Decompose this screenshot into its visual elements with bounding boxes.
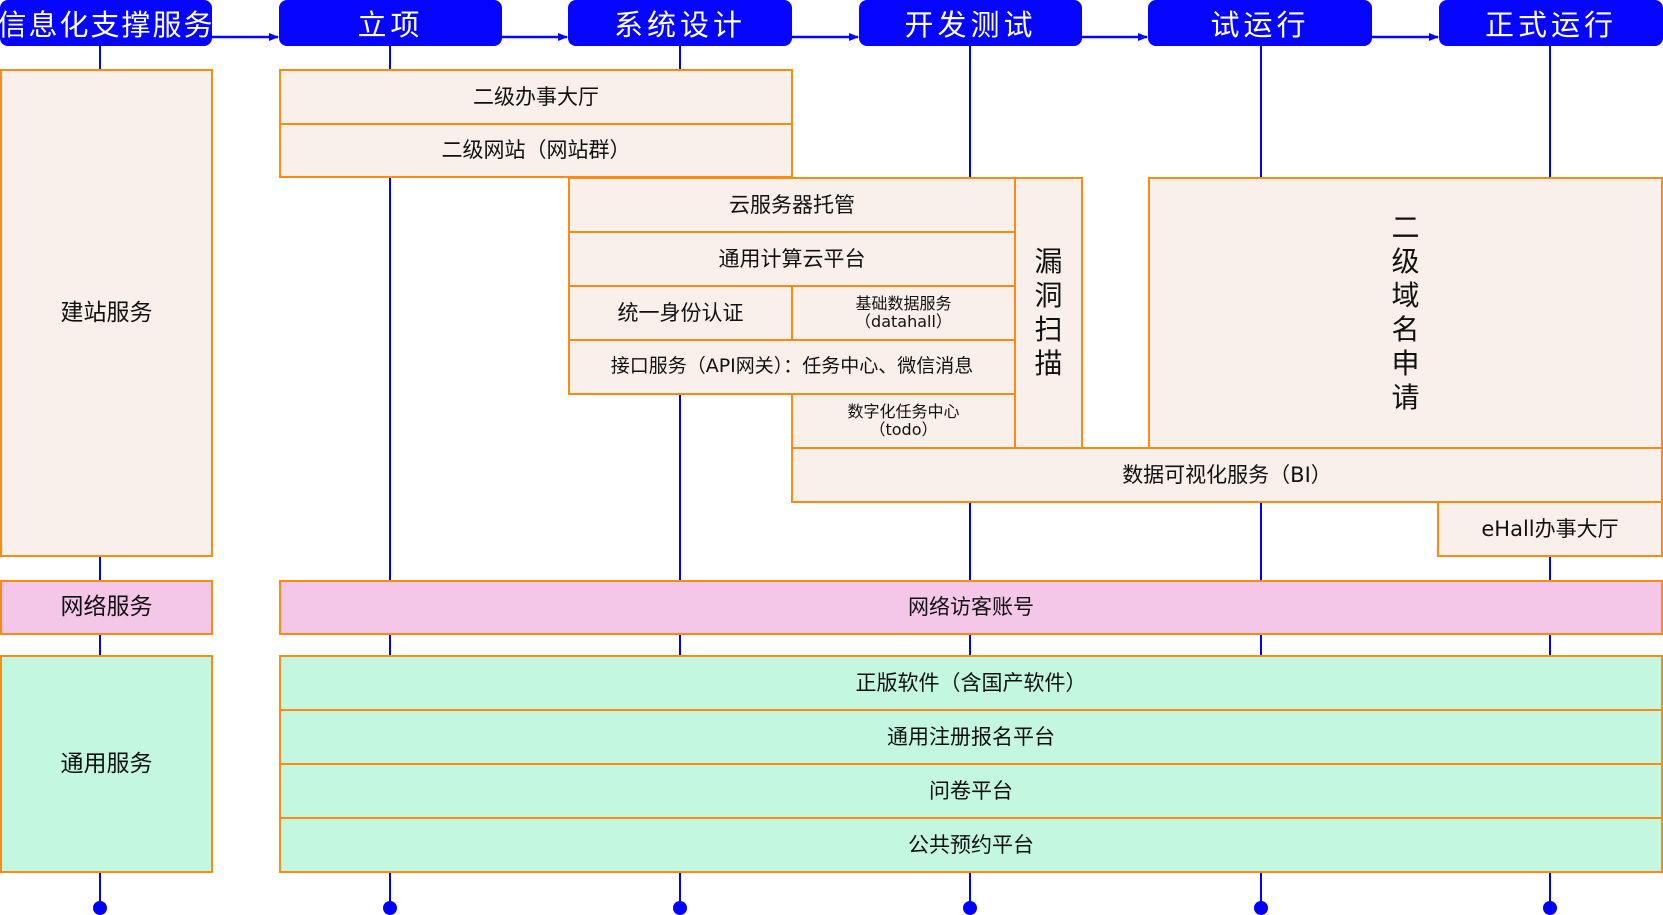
domain-apply-char: 域 bbox=[1391, 278, 1420, 312]
service-registration-platform: 通用注册报名平台 bbox=[279, 709, 1663, 765]
timeline-end-dot bbox=[963, 901, 977, 915]
phase-header-dev-test: 开发测试 bbox=[859, 0, 1082, 46]
phase-header-initiation: 立项 bbox=[279, 0, 502, 46]
service-survey-platform: 问卷平台 bbox=[279, 763, 1663, 819]
phase-header-support: 信息化支撑服务 bbox=[0, 0, 213, 46]
timeline-end-dot bbox=[383, 901, 397, 915]
timeline-end-dots bbox=[93, 901, 1557, 915]
service-guest-account: 网络访客账号 bbox=[279, 580, 1663, 635]
domain-apply-char: 级 bbox=[1391, 244, 1420, 278]
domain-apply-char: 申 bbox=[1391, 347, 1420, 381]
service-todo-center: 数字化任务中心 （todo） bbox=[791, 393, 1016, 449]
vuln-scan-char: 扫 bbox=[1034, 313, 1063, 346]
timeline-end-dot bbox=[673, 901, 687, 915]
service-unified-auth: 统一身份认证 bbox=[568, 285, 793, 341]
service-general-cloud: 通用计算云平台 bbox=[568, 231, 1016, 287]
category-site-building: 建站服务 bbox=[0, 69, 213, 557]
phase-header-design: 系统设计 bbox=[568, 0, 792, 46]
service-basic-data-title: 基础数据服务 bbox=[855, 293, 952, 313]
phase-header-trial: 试运行 bbox=[1148, 0, 1372, 46]
category-general: 通用服务 bbox=[0, 655, 213, 873]
vuln-scan-char: 描 bbox=[1034, 347, 1063, 381]
service-bi: 数据可视化服务（BI） bbox=[791, 447, 1663, 503]
phase-header-production: 正式运行 bbox=[1439, 0, 1663, 46]
service-basic-data-subtitle: （datahall） bbox=[855, 312, 952, 331]
category-network: 网络服务 bbox=[0, 580, 213, 635]
service-ehall: eHall办事大厅 bbox=[1437, 501, 1663, 557]
vuln-scan-char: 洞 bbox=[1034, 278, 1063, 312]
service-licensed-software: 正版软件（含国产软件） bbox=[279, 655, 1663, 711]
service-basic-data: 基础数据服务 （datahall） bbox=[791, 285, 1016, 341]
service-secondary-hall: 二级办事大厅 bbox=[279, 69, 793, 125]
service-booking-platform: 公共预约平台 bbox=[279, 817, 1663, 873]
service-todo-subtitle: （todo） bbox=[869, 420, 938, 439]
service-vuln-scan: 漏 洞 扫 描 bbox=[1014, 177, 1083, 449]
service-cloud-hosting: 云服务器托管 bbox=[568, 177, 1016, 233]
domain-apply-char: 请 bbox=[1391, 381, 1420, 415]
domain-apply-char: 二 bbox=[1391, 210, 1420, 244]
timeline-end-dot bbox=[93, 901, 107, 915]
timeline-end-dot bbox=[1254, 901, 1268, 915]
service-todo-title: 数字化任务中心 bbox=[847, 401, 960, 421]
service-domain-apply: 二 级 域 名 申 请 bbox=[1148, 177, 1663, 449]
service-secondary-website: 二级网站（网站群） bbox=[279, 123, 793, 178]
service-api-gateway: 接口服务（API网关）：任务中心、微信消息 bbox=[568, 339, 1016, 395]
vuln-scan-char: 漏 bbox=[1034, 244, 1063, 278]
timeline-end-dot bbox=[1543, 901, 1557, 915]
domain-apply-char: 名 bbox=[1391, 313, 1420, 346]
